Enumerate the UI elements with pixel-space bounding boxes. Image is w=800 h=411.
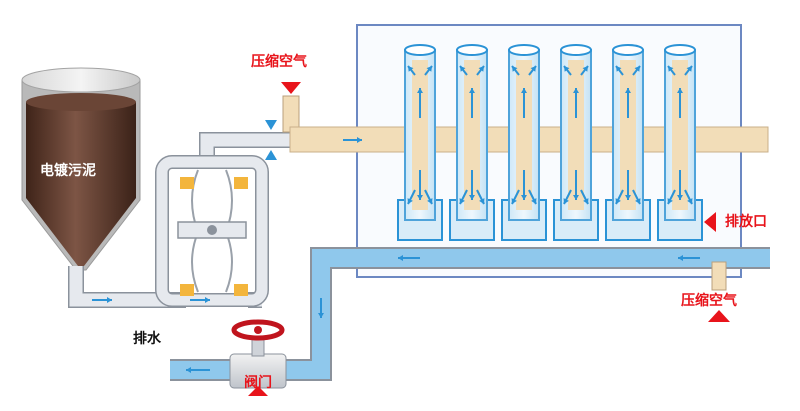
flow-arrow-icon	[417, 88, 423, 118]
flow-arrow-icon	[684, 65, 693, 76]
flow-arrow-icon	[684, 189, 693, 205]
flow-arrow-icon	[92, 297, 112, 303]
flow-arrow-icon	[424, 189, 433, 205]
valve[interactable]	[229, 319, 287, 396]
compressed-air-top-label: 压缩空气	[251, 54, 307, 70]
flow-arrow-icon	[186, 367, 210, 373]
filter-tube	[657, 44, 703, 241]
flow-arrow-icon	[398, 255, 420, 261]
filter-tube	[449, 44, 495, 241]
flow-arrow-icon	[632, 65, 641, 76]
drain-label: 排水	[133, 331, 161, 347]
flow-arrows	[92, 65, 700, 373]
flow-arrow-icon	[424, 65, 433, 76]
flow-arrow-icon	[625, 88, 631, 118]
flow-arrow-icon	[615, 189, 624, 205]
flow-arrow-icon	[469, 170, 475, 200]
flow-arrow-icon	[667, 189, 676, 205]
flow-arrow-icon	[521, 88, 527, 118]
flow-arrow-icon	[573, 170, 579, 200]
valve-label: 阀门	[244, 375, 272, 391]
compressed-air-inlet-top	[265, 82, 301, 160]
diaphragm-pump	[155, 155, 269, 307]
flow-arrow-icon	[677, 88, 683, 118]
flow-arrow-icon	[563, 65, 572, 76]
flow-arrow-icon	[459, 189, 468, 205]
filter-tube	[501, 44, 547, 241]
flow-arrow-icon	[476, 189, 485, 205]
flow-arrow-icon	[677, 170, 683, 200]
filter-tube	[397, 44, 443, 241]
compressed-air-bottom-label: 压缩空气	[681, 293, 737, 309]
flow-arrow-icon	[459, 65, 468, 76]
flow-arrow-icon	[625, 170, 631, 200]
triangle-marker-icon	[708, 310, 730, 322]
flow-arrow-icon	[511, 189, 520, 205]
triangle-marker-icon	[248, 386, 268, 396]
triangle-marker-icon	[704, 212, 716, 232]
flow-arrow-icon	[667, 65, 676, 76]
flow-arrow-icon	[407, 65, 416, 76]
triangle-marker-icon	[281, 82, 301, 94]
flow-arrow-icon	[417, 170, 423, 200]
flow-arrow-icon	[469, 88, 475, 118]
flow-arrow-icon	[615, 65, 624, 76]
triangle-marker-icon	[265, 120, 277, 130]
filter-tube	[605, 44, 651, 241]
valve-handwheel-icon	[231, 319, 285, 341]
flow-arrow-icon	[678, 255, 700, 261]
flow-arrow-icon	[580, 65, 589, 76]
sludge-label: 电镀污泥	[40, 163, 96, 179]
flow-arrow-icon	[407, 189, 416, 205]
flow-arrow-icon	[528, 65, 537, 76]
flow-arrow-icon	[521, 170, 527, 200]
flow-arrow-icon	[632, 189, 641, 205]
flow-arrow-icon	[476, 65, 485, 76]
triangle-marker-icon	[265, 150, 277, 160]
filter-tube	[553, 44, 599, 241]
discharge-port-label: 排放口	[725, 214, 767, 230]
flow-arrow-icon	[511, 65, 520, 76]
flow-arrow-icon	[190, 297, 210, 303]
flow-arrow-icon	[563, 189, 572, 205]
sludge-hopper	[21, 67, 141, 271]
flow-arrow-icon	[343, 137, 362, 143]
flow-arrow-icon	[318, 298, 324, 318]
flow-arrow-icon	[580, 189, 589, 205]
flow-arrow-icon	[573, 88, 579, 118]
flow-arrow-icon	[528, 189, 537, 205]
